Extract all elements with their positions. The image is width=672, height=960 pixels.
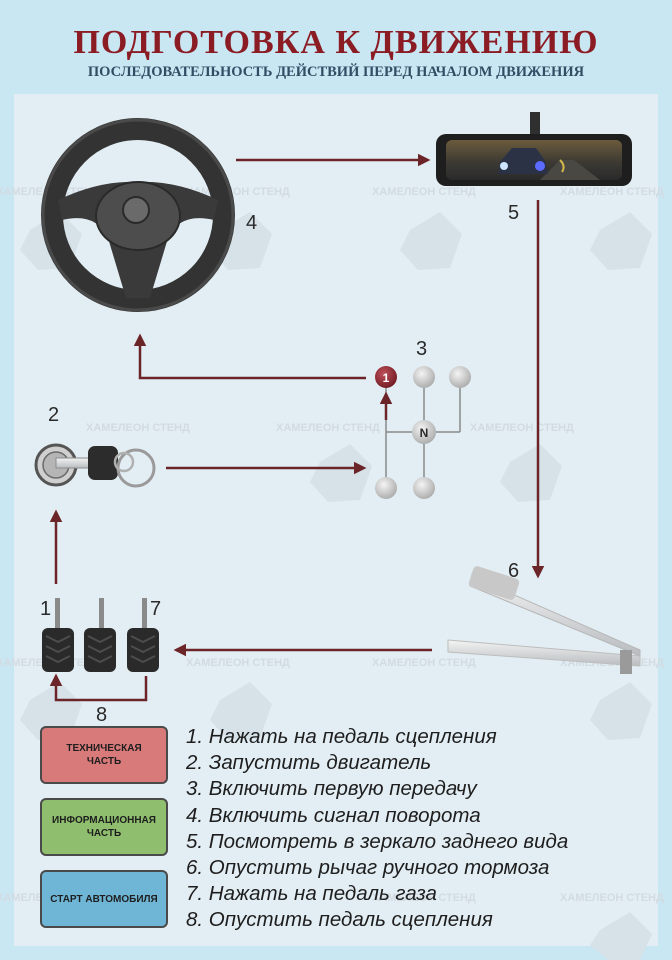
watermark-text: ХАМЕЛЕОН СТЕНД (372, 892, 476, 904)
flow-arrows (49, 153, 545, 702)
step-item: 8. Опустить педаль сцепления (186, 908, 493, 932)
gear-first-label: 1 (383, 371, 390, 385)
steps-list: 1. Нажать на педаль сцепления 2. Запусти… (186, 724, 568, 934)
rear-view-mirror-icon (436, 112, 632, 186)
step-item: 4. Включить сигнал поворота (186, 803, 481, 827)
header: ПОДГОТОВКА К ДВИЖЕНИЮ ПОСЛЕДОВАТЕЛЬНОСТЬ… (0, 0, 672, 92)
watermark-text: ХАМЕЛЕОН СТЕНД (372, 657, 476, 669)
step-item: 1. Нажать на педаль сцепления (186, 725, 497, 748)
label-gearbox: 3 (416, 338, 428, 360)
step-item: 7. Нажать на педаль газа (186, 882, 437, 906)
ignition-key-icon (34, 443, 156, 488)
watermark-text: ХАМЕЛЕОН СТЕНД (276, 422, 380, 434)
technical-part-button[interactable]: ТЕХНИЧЕСКАЯ ЧАСТЬ (40, 726, 168, 784)
watermark-text: ХАМЕЛЕОН СТЕНД (470, 422, 574, 434)
label-ignition-key: 2 (48, 404, 60, 426)
label-pedal-release: 8 (96, 704, 108, 726)
watermark-text: ХАМЕЛЕОН СТЕНД (372, 186, 476, 198)
handbrake-lever-icon (447, 566, 641, 674)
arrow-pedal-7-to-1 (49, 673, 148, 702)
step-item: 5. Посмотреть в зеркало заднего вида (186, 829, 569, 853)
step-item: 3. Включить первую передачу (186, 777, 477, 801)
page-subtitle: ПОСЛЕДОВАТЕЛЬНОСТЬ ДЕЙСТВИЙ ПЕРЕД НАЧАЛО… (87, 64, 585, 80)
label-mirror: 5 (508, 202, 520, 224)
watermark-text: ХАМЕЛЕОН СТЕНД (560, 892, 664, 904)
start-car-button[interactable]: СТАРТ АВТОМОБИЛЯ (40, 870, 168, 928)
label-steering-wheel: 4 (246, 212, 258, 234)
watermark-rose-icon (20, 212, 652, 960)
watermark-text: ХАМЕЛЕОН СТЕНД (186, 657, 290, 669)
page-title: ПОДГОТОВКА К ДВИЖЕНИЮ (73, 24, 599, 61)
step-item: 6. Опустить рычаг ручного тормоза (186, 856, 550, 880)
gear-neutral-label: N (420, 426, 429, 440)
informational-part-button[interactable]: ИНФОРМАЦИОННАЯ ЧАСТЬ (40, 798, 168, 856)
watermark-text: ХАМЕЛЕОН СТЕНД (86, 422, 190, 434)
label-pedal-gas: 7 (150, 598, 162, 620)
arrow-gearbox-to-wheel (133, 333, 366, 380)
gearbox-icon: 1 N (375, 366, 471, 499)
steering-wheel-icon (41, 118, 235, 312)
watermark-text: ХАМЕЛЕОН СТЕНД (560, 186, 664, 198)
pedals-icon (42, 598, 159, 672)
label-pedal-clutch: 1 (40, 598, 52, 620)
label-handbrake: 6 (508, 560, 520, 582)
step-item: 2. Запустить двигатель (186, 751, 432, 775)
